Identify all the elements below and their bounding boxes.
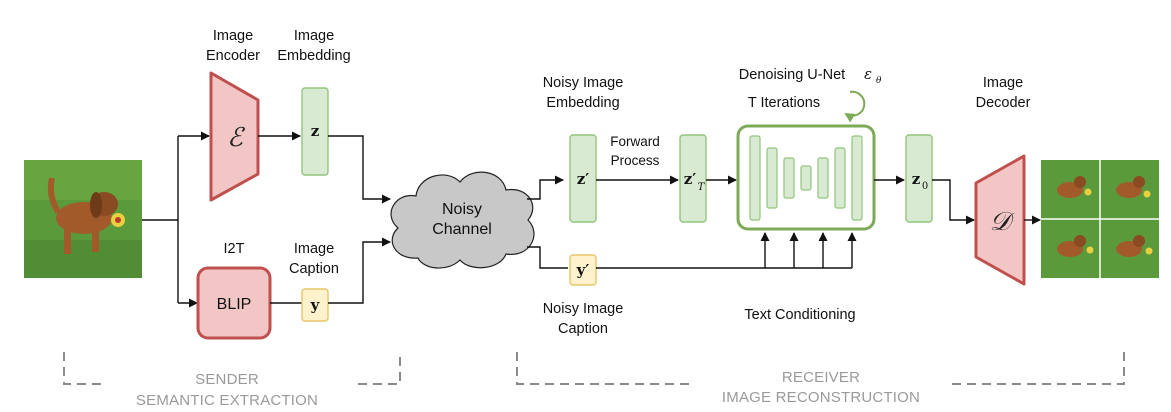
forward-process-line2: Process	[611, 153, 660, 168]
forward-process-line1: Forward	[610, 134, 660, 149]
noisy-embedding-title-line1: Noisy Image	[543, 75, 624, 91]
input-branch-connector	[142, 131, 210, 308]
text-conditioning-arrows	[596, 232, 857, 269]
image-encoder-title-line1: Image	[213, 28, 253, 44]
z0-subscript: 0	[922, 181, 928, 192]
iteration-loop-icon	[844, 90, 866, 123]
image-embedding-title-line2: Embedding	[277, 48, 350, 64]
noisy-embedding-title-line2: Embedding	[546, 95, 619, 111]
unet-title: Denoising U-Net	[739, 67, 845, 83]
image-decoder-title-line2: Decoder	[976, 95, 1031, 111]
image-caption-title-line2: Caption	[289, 261, 339, 277]
zT-subscript: T	[698, 182, 706, 193]
noisy-caption-title-line1: Noisy Image	[543, 301, 624, 317]
unet-iterations-label: T Iterations	[748, 95, 820, 111]
sender-section-title: SENDER	[195, 371, 259, 388]
i2t-title: I2T	[224, 241, 245, 257]
sender-section-subtitle: SEMANTIC EXTRACTION	[136, 392, 318, 409]
text-conditioning-label: Text Conditioning	[744, 307, 855, 323]
sender-section-bracket	[63, 352, 401, 385]
channel-to-noisy-caption-line	[527, 246, 568, 269]
image-encoder-symbol: ℰ	[227, 123, 245, 153]
image-decoder-block	[974, 154, 1026, 286]
noisy-channel-line1: Noisy	[442, 201, 482, 218]
noisy-embedding-symbol: z′	[577, 170, 590, 188]
zT-block	[679, 134, 707, 223]
unet-layers	[749, 135, 863, 221]
noisy-caption-symbol: y′	[576, 261, 590, 279]
receiver-section-bracket	[516, 352, 1125, 385]
image-embedding-title-line1: Image	[294, 28, 334, 44]
unet-theta: θ	[876, 76, 882, 86]
image-caption-symbol: y	[310, 296, 321, 314]
image-encoder-title-line2: Encoder	[206, 48, 260, 64]
image-embedding-symbol: z	[311, 122, 320, 140]
z0-to-decoder-arrow	[932, 179, 975, 225]
noisy-caption-title-line2: Caption	[558, 321, 608, 337]
caption-to-channel-arrow	[328, 237, 391, 304]
receiver-section-title: RECEIVER	[782, 369, 860, 386]
zT-symbol: z′	[684, 170, 697, 188]
unet-epsilon: ε	[864, 67, 872, 83]
output-dog-images	[1041, 160, 1159, 278]
image-caption-title-line1: Image	[294, 241, 334, 257]
z0-block	[905, 134, 933, 223]
receiver-section-subtitle: IMAGE RECONSTRUCTION	[722, 389, 920, 406]
embedding-to-channel-arrow	[328, 135, 391, 204]
image-embedding-block	[301, 87, 329, 176]
noisy-caption-block	[569, 254, 597, 286]
noisy-embedding-block	[569, 134, 597, 223]
channel-to-noisy-embedding-arrow	[527, 175, 564, 200]
blip-label: BLIP	[217, 296, 252, 313]
input-dog-image	[24, 160, 142, 278]
z0-symbol: z	[912, 170, 921, 188]
noisy-channel-line2: Channel	[432, 221, 492, 238]
noisy-channel-cloud	[390, 171, 535, 269]
image-decoder-title-line1: Image	[983, 75, 1023, 91]
image-encoder-block	[209, 71, 260, 202]
image-caption-block	[301, 288, 329, 322]
